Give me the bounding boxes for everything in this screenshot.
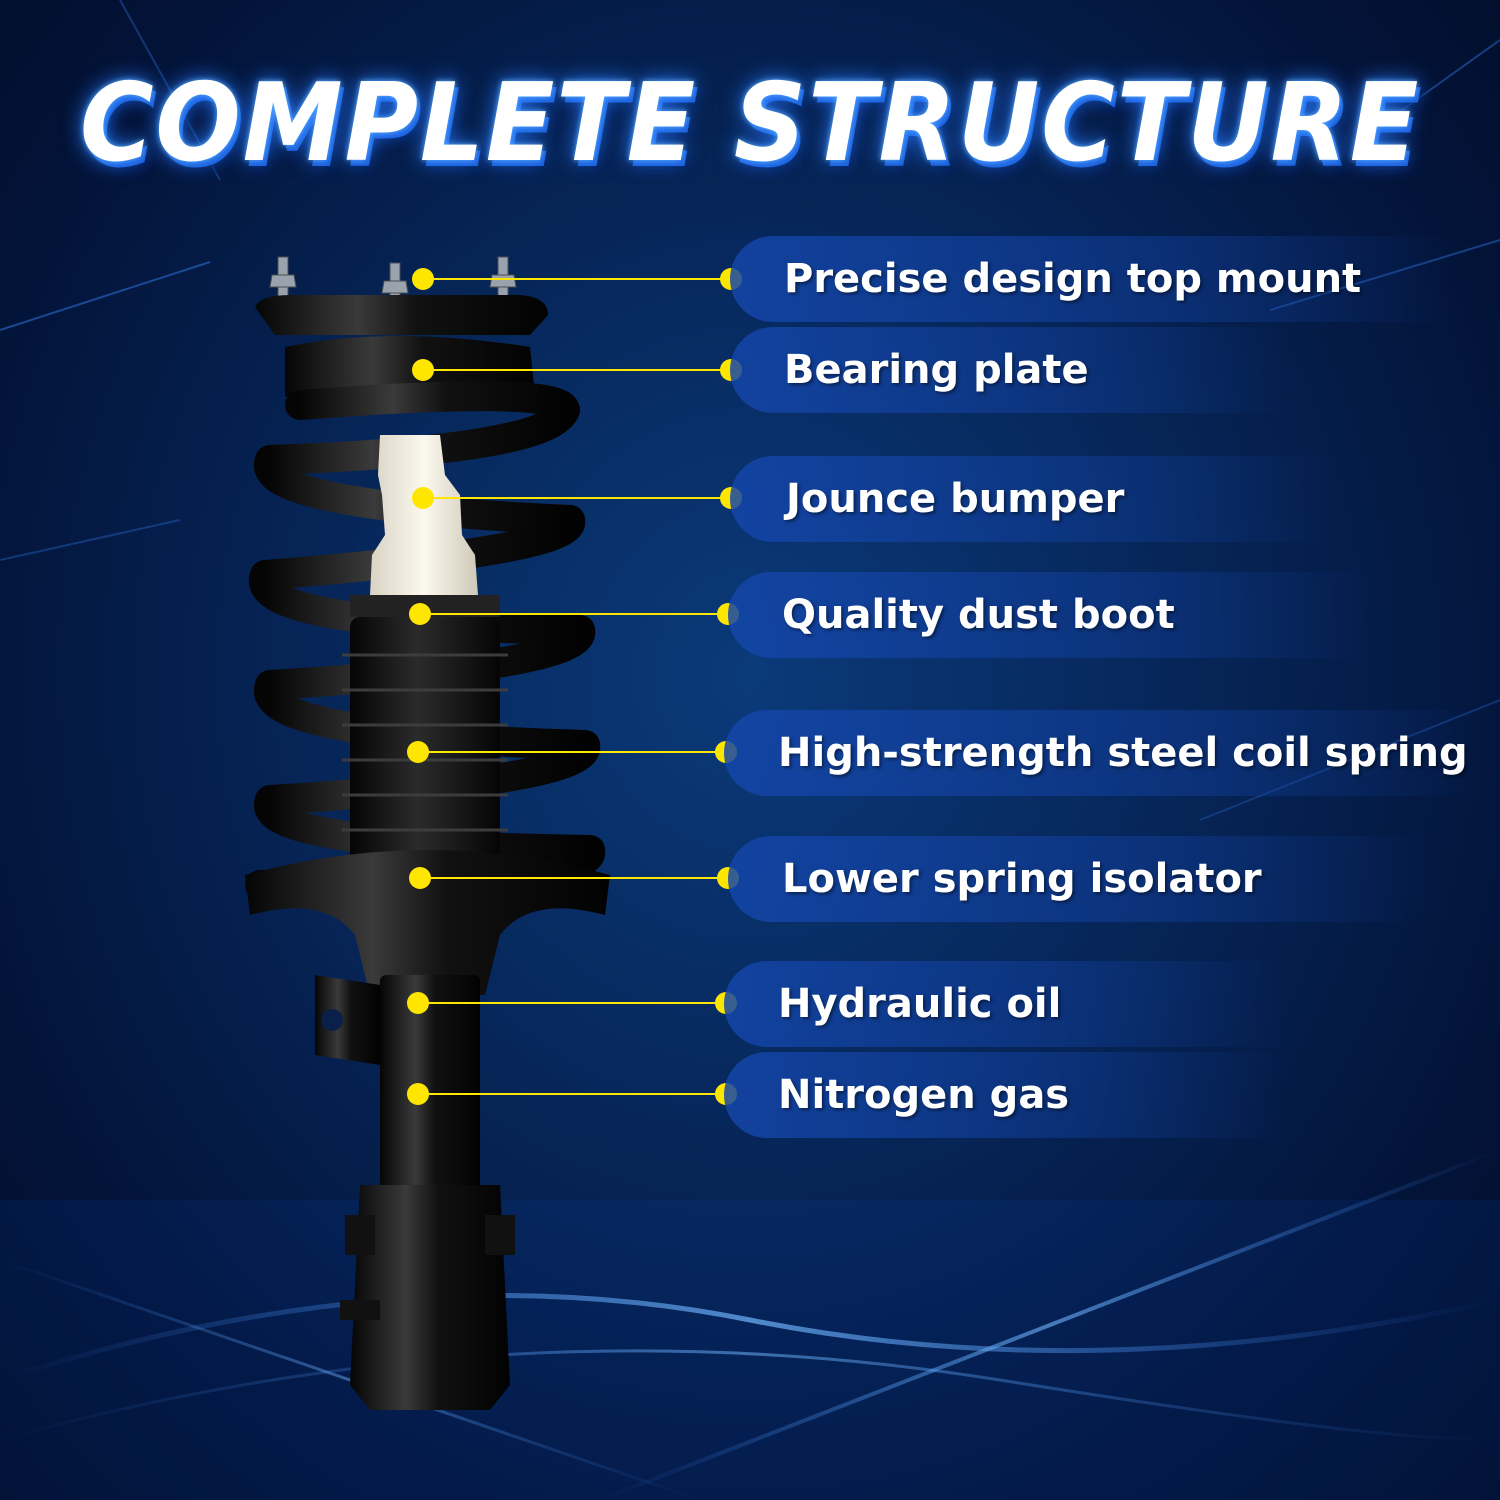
label-pill xyxy=(728,836,1428,922)
label-jounce-bumper: Jounce bumper xyxy=(786,476,1125,522)
label-pill xyxy=(724,961,1284,1047)
label-spring-isolator: Lower spring isolator xyxy=(782,856,1262,902)
label-pill xyxy=(730,456,1330,542)
label-pill xyxy=(730,236,1450,322)
label-bearing-plate: Bearing plate xyxy=(784,347,1089,393)
label-pill xyxy=(724,1052,1284,1138)
top-mount xyxy=(255,295,548,335)
lower-spring-isolator xyxy=(245,850,610,995)
page-title: COMPLETE STRUCTURE xyxy=(79,61,1421,186)
strut-assembly-illustration xyxy=(245,256,610,1410)
side-bracket xyxy=(315,975,380,1065)
label-dust-boot: Quality dust boot xyxy=(782,592,1175,638)
label-pill xyxy=(730,327,1290,413)
label-coil-spring: High-strength steel coil spring xyxy=(778,730,1468,776)
label-pill xyxy=(728,572,1368,658)
top-mount-studs xyxy=(269,256,517,314)
jounce-bumper xyxy=(370,435,478,595)
label-hydraulic-oil: Hydraulic oil xyxy=(778,981,1062,1027)
label-pill xyxy=(724,710,1484,796)
knuckle-clamp xyxy=(350,1185,510,1410)
label-nitrogen-gas: Nitrogen gas xyxy=(778,1072,1070,1118)
label-top-mount: Precise design top mount xyxy=(784,256,1362,302)
